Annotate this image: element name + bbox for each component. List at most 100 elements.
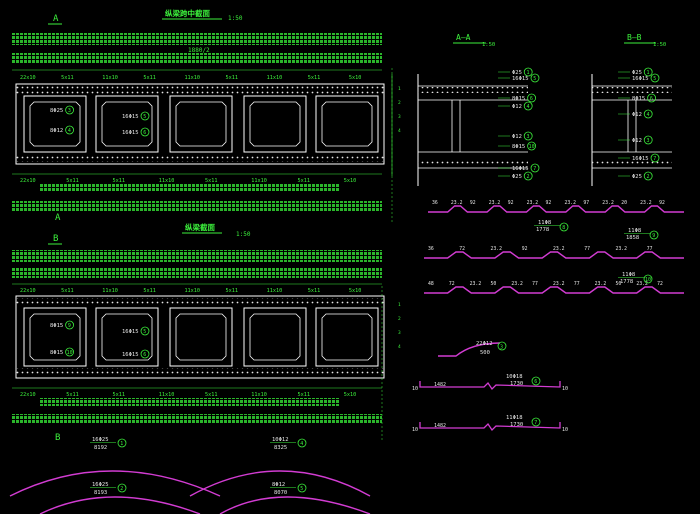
- straight-bar-label: 11Φ18: [506, 415, 523, 421]
- detail-tag-text: 16Φ15: [512, 166, 529, 172]
- pitch-label: 11x10: [251, 178, 267, 184]
- detail-tag-circle: [647, 93, 656, 103]
- bottom-dim-chain-1: [12, 250, 382, 262]
- arc-length: 8325: [274, 445, 287, 451]
- bar-dim: 23.2: [564, 200, 576, 206]
- side-mark: 3: [398, 114, 401, 120]
- rebar-tag-circle: [65, 105, 74, 115]
- cell-outer: [169, 307, 233, 367]
- cell-inner: [321, 313, 373, 361]
- detail-tag-circle: [527, 141, 536, 151]
- cell-outer: [243, 307, 307, 367]
- pitch-label: 22x10: [20, 75, 36, 81]
- side-mark: 1: [398, 302, 401, 308]
- bar-shape-length: 1778: [620, 279, 633, 285]
- bar-dim: 23.2: [602, 200, 614, 206]
- bar-shape-circle: [649, 230, 659, 240]
- detail-tag-num: 4: [527, 104, 530, 110]
- bar-dim: 23.2: [616, 246, 628, 252]
- bar-dim: 48: [428, 281, 434, 287]
- arc-num: 1: [120, 441, 123, 447]
- bottom-rebar-row-lower: [16, 368, 384, 376]
- detail-tag-circle: [643, 135, 653, 145]
- detail-tag-num: 7: [653, 156, 656, 162]
- straight-bar-left: 10: [412, 427, 418, 433]
- detail-tag-text: Φ12: [512, 134, 522, 140]
- rebar-tag-text: 8Φ15: [50, 323, 63, 329]
- bar-dim: 36: [432, 200, 438, 206]
- arc-line: [9, 470, 221, 497]
- bar-dim: 23.2: [511, 281, 523, 287]
- top-rebar-row-upper: [16, 86, 384, 94]
- rebar-tag-circle: [140, 127, 150, 137]
- bar-dim: 50: [491, 281, 497, 287]
- pitch-label: 5x10: [349, 75, 362, 81]
- bar-shape-num: 10: [645, 277, 651, 283]
- detail-tag-text: Φ25: [632, 70, 642, 76]
- arc-label: 16Φ25: [92, 437, 109, 443]
- bar-dim: 23.2: [553, 246, 565, 252]
- bar-dim: 23.2: [451, 200, 463, 206]
- rebar-tag-num: 4: [68, 128, 71, 134]
- arc-line: [219, 496, 371, 514]
- rebar-tag-text: 8Φ15: [50, 350, 63, 356]
- small-bar-num: 3: [500, 345, 503, 351]
- detail-tag-num: 3: [647, 138, 650, 144]
- bar-shape-line: [424, 286, 684, 294]
- cell-outer: [23, 307, 87, 367]
- detail-tag-text: Φ25: [512, 70, 522, 76]
- detail-tag-num: 6: [650, 96, 653, 102]
- arc-num: 5: [300, 486, 303, 492]
- rebar-tag-text: 16Φ15: [122, 130, 139, 136]
- detail-tag-circle: [650, 73, 660, 83]
- bar-shape-line: [428, 205, 684, 213]
- bar-dim: 92: [470, 200, 476, 206]
- arc-line: [189, 470, 371, 497]
- bar-shape-circle: [559, 222, 569, 232]
- detail-tag-num: 4: [647, 112, 650, 118]
- pitch-label: 5x10: [349, 288, 362, 294]
- arc-circle: [117, 438, 127, 448]
- detail-tag-text: 16Φ15: [632, 76, 649, 82]
- straight-bar-right: 10: [562, 386, 568, 392]
- detail-tag-text: 8Φ15: [512, 96, 525, 102]
- rebar-tag-circle: [140, 349, 150, 359]
- bar-dim: 23.2: [527, 200, 539, 206]
- detail-tag-circle: [650, 153, 660, 163]
- bar-shape-length: 1778: [536, 227, 549, 233]
- detail-tag-text: 8Φ15: [632, 96, 645, 102]
- top-dim-chain-3: [40, 184, 340, 192]
- bar-dim: 77: [532, 281, 538, 287]
- pitch-label: 11x10: [102, 288, 118, 294]
- pitch-label: 5x11: [61, 75, 74, 81]
- cell-inner: [249, 313, 301, 361]
- bar-dim: 50: [616, 281, 622, 287]
- pitch-label: 5x10: [344, 178, 357, 184]
- bar-shape-num: 9: [652, 233, 655, 239]
- top-dim-chain-4: [12, 201, 382, 211]
- cell-inner: [29, 313, 81, 361]
- pitch-label: 5x11: [66, 178, 79, 184]
- bottom-dim-chain-2: [12, 268, 382, 278]
- detail-tag-num: 2: [527, 174, 530, 180]
- straight-bar-length: 1730: [510, 381, 523, 387]
